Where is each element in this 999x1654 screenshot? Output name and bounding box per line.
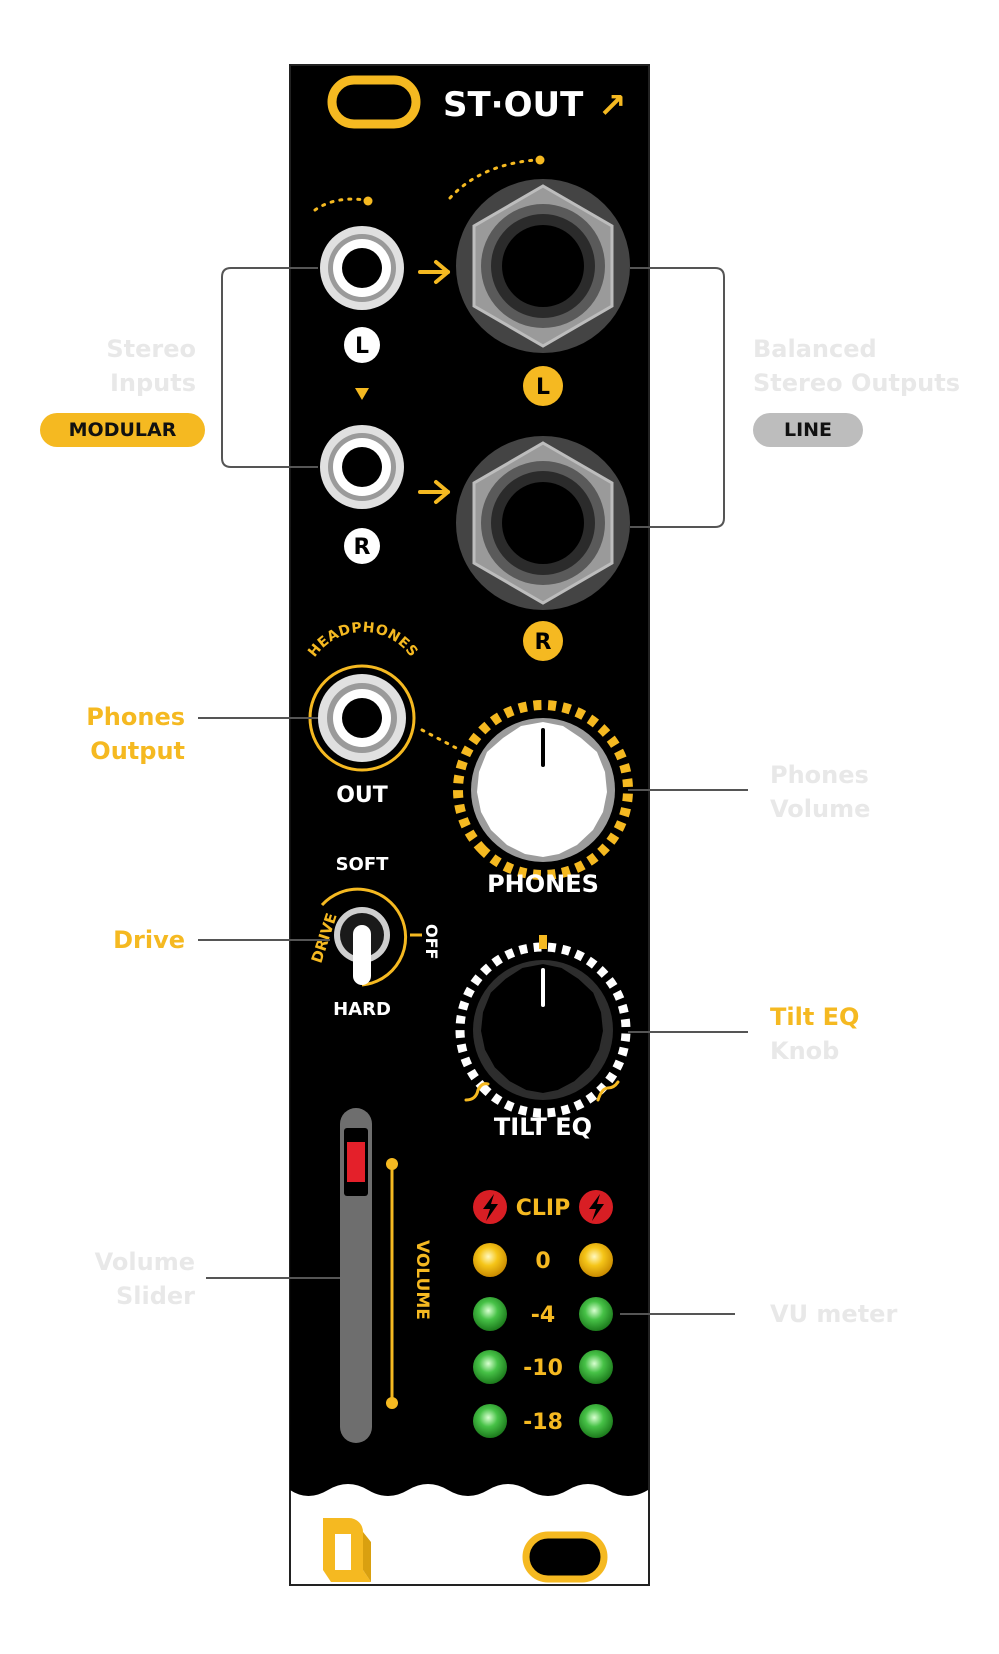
tilt-eq-line1: Tilt EQ <box>770 1003 860 1031</box>
output-jack-right[interactable] <box>456 436 630 610</box>
input-right-badge-text: R <box>354 535 371 560</box>
lightning-icon <box>483 1194 498 1221</box>
outputs-bracket-line <box>630 267 725 528</box>
drive-annotation: Drive <box>113 926 185 954</box>
vu-led-0-left <box>473 1243 507 1277</box>
balanced-outputs-label: Balanced Stereo Outputs <box>753 332 960 400</box>
output-right-badge-text: R <box>535 630 552 655</box>
volume-slider-line2: Slider <box>115 1282 195 1310</box>
vu-led-4-left <box>473 1297 507 1331</box>
clip-led-right <box>579 1190 613 1224</box>
volume-slider[interactable] <box>340 1108 372 1443</box>
vu-level-10: -10 <box>523 1356 563 1381</box>
drive-toggle-switch[interactable] <box>334 907 390 985</box>
vu-led-4-right <box>579 1297 613 1331</box>
tilt-eq-annotation: Tilt EQ Knob <box>770 1000 859 1068</box>
stereo-inputs-label: Stereo Inputs <box>40 332 196 400</box>
output-left-badge-text: L <box>536 375 550 400</box>
tilt-eq-scale <box>455 942 631 1118</box>
tilt-eq-line2: Knob <box>770 1037 840 1065</box>
tilt-eq-label: TILT EQ <box>494 1113 592 1141</box>
balanced-outputs-line2: Stereo Outputs <box>753 369 960 397</box>
input-jack-left[interactable] <box>320 226 404 310</box>
drive-arc <box>320 887 408 987</box>
inputs-bracket-line <box>221 267 318 468</box>
arrow-right-icon <box>418 260 450 284</box>
arrow-right-icon <box>418 480 450 504</box>
vu-level-18: -18 <box>523 1410 563 1435</box>
lightning-icon <box>589 1194 604 1221</box>
drive-right-label: OFF <box>422 924 441 959</box>
input-left-badge <box>344 327 380 363</box>
phones-volume-knob[interactable] <box>471 718 615 862</box>
phones-volume-line1: Phones <box>770 761 869 789</box>
output-dotted-arc <box>448 158 537 200</box>
vu-level-4: -4 <box>531 1303 555 1328</box>
line-pill: LINE <box>753 413 863 447</box>
phones-knob-scale <box>452 700 633 880</box>
tilt-low-icon <box>464 1082 490 1102</box>
vu-led-10-left <box>473 1350 507 1384</box>
phones-output-annotation: Phones Output <box>40 700 185 768</box>
drive-top-label: SOFT <box>336 854 390 875</box>
phones-output-line2: Output <box>90 737 185 765</box>
volume-scale-line <box>386 1158 398 1409</box>
oval-logo-icon <box>522 1531 608 1583</box>
input-left-badge-text: L <box>355 334 369 359</box>
triangle-down-icon <box>355 388 369 400</box>
phones-volume-line2: Volume <box>770 795 871 823</box>
volume-slider-annotation: Volume Slider <box>40 1245 195 1313</box>
stereo-inputs-line1: Stereo <box>106 335 196 363</box>
clip-led-left <box>473 1190 507 1224</box>
clip-label: CLIP <box>516 1196 570 1221</box>
input-arc-dot <box>363 196 373 206</box>
vu-led-0-right <box>579 1243 613 1277</box>
volume-label: VOLUME <box>412 1240 432 1320</box>
balanced-outputs-line1: Balanced <box>753 335 877 363</box>
input-jack-right[interactable] <box>320 425 404 509</box>
output-arc-dot <box>535 155 545 165</box>
vu-led-18-left <box>473 1404 507 1438</box>
input-right-badge <box>344 528 380 564</box>
tilt-eq-knob[interactable] <box>473 960 613 1100</box>
oval-logo-icon <box>327 75 421 129</box>
panel-body <box>290 66 648 1496</box>
modular-pill: MODULAR <box>40 413 205 447</box>
drive-bottom-label: HARD <box>333 999 391 1020</box>
volume-slider-line1: Volume <box>94 1248 195 1276</box>
output-jack-left[interactable] <box>456 179 630 353</box>
brand-logo-icon <box>323 1518 371 1582</box>
output-left-badge <box>523 366 563 406</box>
tilt-eq-center-mark <box>539 935 547 949</box>
tilt-high-icon <box>596 1080 620 1102</box>
phones-dotted-link <box>420 728 462 752</box>
vu-level-0: 0 <box>535 1249 550 1274</box>
phones-out-label: OUT <box>336 783 388 808</box>
phones-output-line1: Phones <box>86 703 185 731</box>
arrow-northeast-icon: ↗ <box>598 86 627 126</box>
vu-led-10-right <box>579 1350 613 1384</box>
phones-output-jack[interactable] <box>318 674 406 762</box>
brand-title: ST·OUT <box>443 85 584 125</box>
phones-volume-annotation: Phones Volume <box>770 758 870 826</box>
vu-meter-annotation: VU meter <box>770 1300 898 1328</box>
phones-knob-label: PHONES <box>487 870 599 898</box>
stereo-inputs-line2: Inputs <box>109 369 196 397</box>
vu-led-18-right <box>579 1404 613 1438</box>
input-dotted-arc <box>313 197 367 212</box>
output-right-badge <box>523 621 563 661</box>
